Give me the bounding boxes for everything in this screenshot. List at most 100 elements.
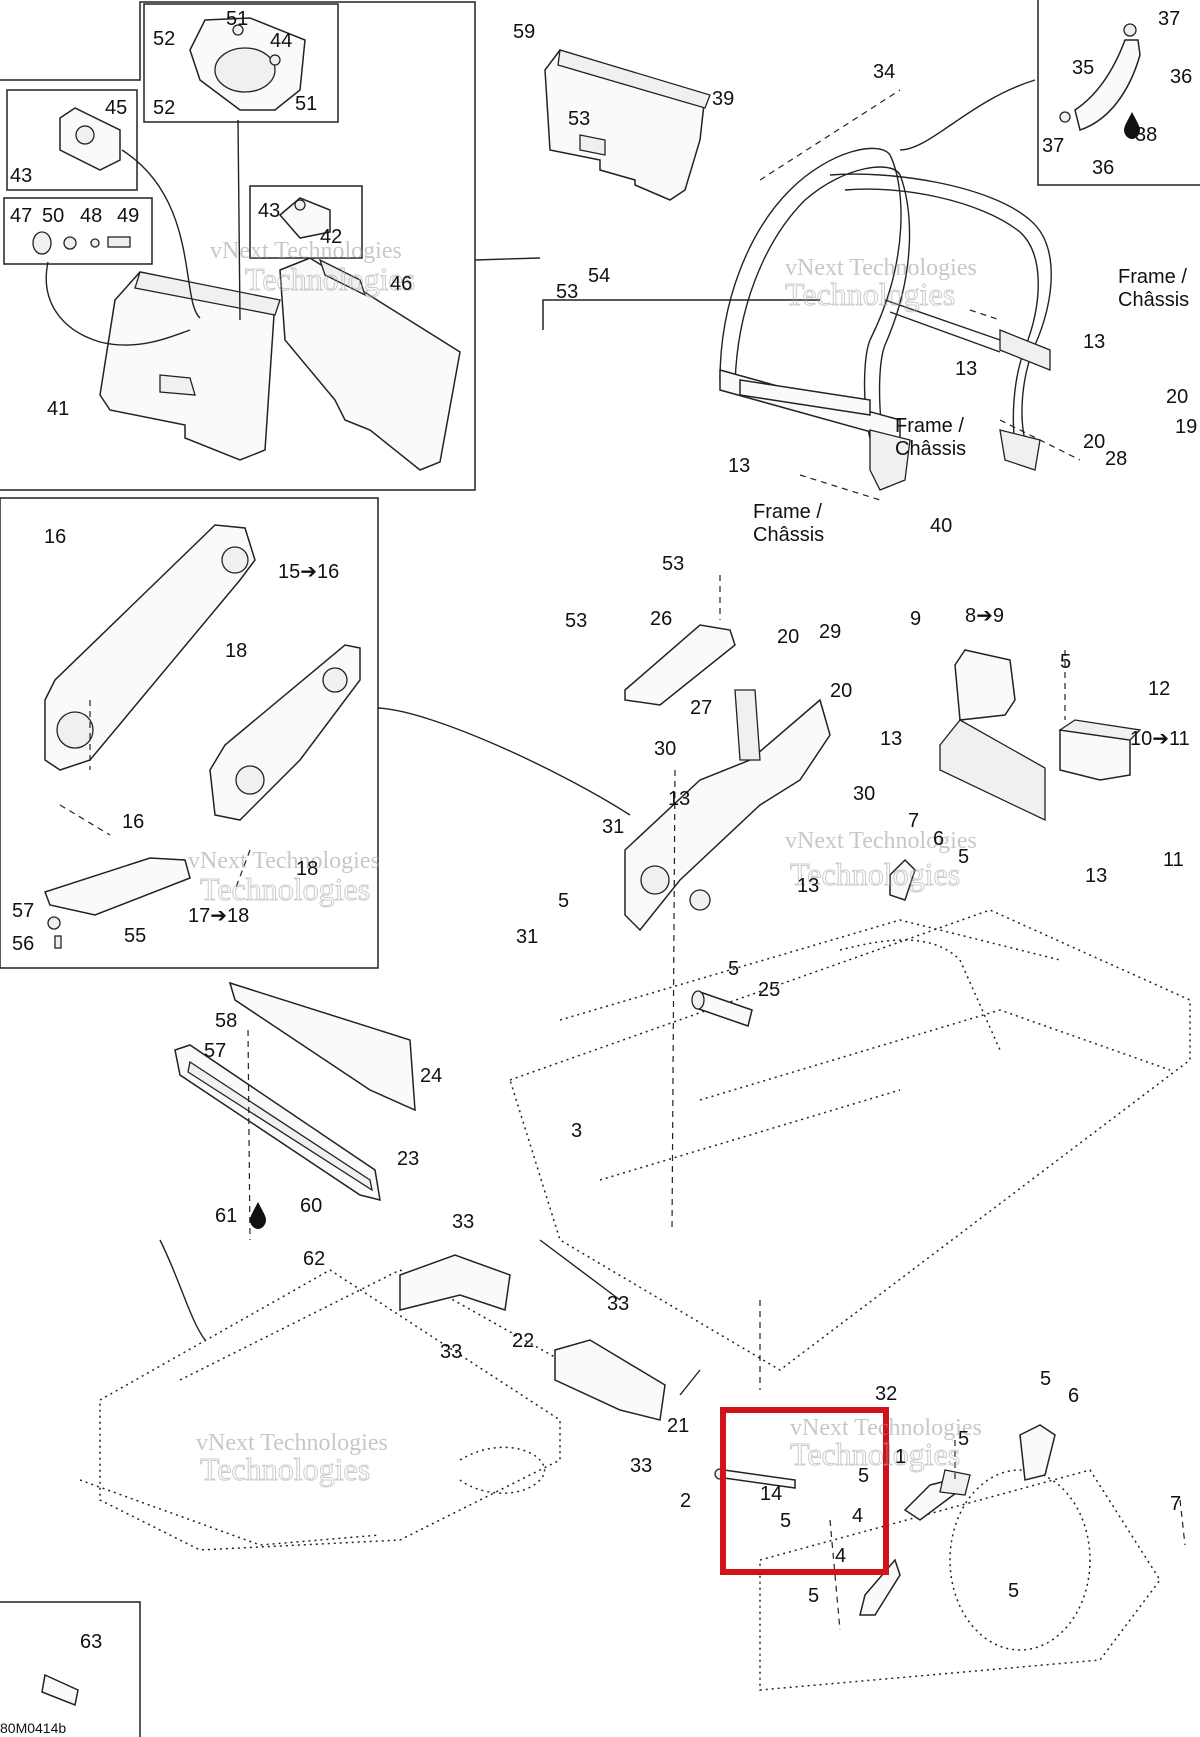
callout-number: 5 [1040,1368,1051,1390]
inset-box-bottom-left [0,1601,141,1737]
side-panel-15 [44,524,256,771]
callout-number: 7 [1170,1493,1181,1515]
callout-number: 55 [124,925,146,947]
dash-cage-to-brace [759,89,901,181]
callout-number: 53 [556,281,578,303]
fastener-set-47-50 [32,231,131,255]
callout-number: 45 [105,97,127,119]
inset-box-mid-left [0,497,631,969]
roll-cage-34 [719,147,1052,491]
callout-number: 26 [650,608,672,630]
callout-number: 47 [10,205,32,227]
callout-number: 16 [122,811,144,833]
diagram-code: 80M0414b [0,1720,66,1736]
callout-number: 4 [835,1545,846,1567]
callout-number: 13 [1085,865,1107,887]
callout-number: 14 [760,1483,782,1505]
callout-number: 44 [270,30,292,52]
shield-22 [399,1254,511,1311]
rod-14 [714,1468,796,1489]
frame-label: Frame / [895,415,964,437]
crossmember-27 [624,689,831,932]
callout-number: 28 [1105,448,1127,470]
shield-21 [554,1339,666,1421]
leader-45-to-41 [121,149,201,319]
callout-number: 19 [1175,416,1197,438]
frame-label: Châssis [1118,289,1189,311]
callout-number: 58 [215,1010,237,1032]
callout-number: 18 [225,640,247,662]
panel-46 [279,257,461,471]
callout-number: 27 [690,697,712,719]
watermark: vNext Technologies [196,1430,388,1456]
callout-number: 29 [819,621,841,643]
callout-number: 59 [513,21,535,43]
frame-label: Frame / [1118,266,1187,288]
callout-number: 35 [1072,57,1094,79]
side-panel-17 [209,644,361,821]
callout-number: 36 [1092,157,1114,179]
cap-63 [41,1673,79,1707]
highlight-box [720,1407,889,1575]
panel-24 [228,981,416,1112]
callout-number: 37 [1042,135,1064,157]
callout-number: 57 [12,900,34,922]
bracket-42 [278,197,331,239]
watermark: Technologies [790,856,960,892]
callout-number: 52 [153,97,175,119]
callout-number: 22 [512,1330,534,1352]
callout-number: 1 [895,1446,906,1468]
callout-number: 5 [808,1585,819,1607]
callout-number: 42 [320,226,342,248]
callout-number: 10➔11 [1130,728,1190,750]
bracket-10 [1058,719,1142,781]
plate-26 [624,624,736,706]
callout-numbers: 59 39 53 34 37 35 36 37 38 36 51 52 44 5… [10,8,1197,1653]
watermark-group: vNext Technologies vNext Technologies vN… [188,238,982,1488]
watermark: vNext Technologies [790,1415,982,1441]
callout-number: 40 [930,515,952,537]
callout-number: 12 [1148,678,1170,700]
callout-number: 46 [390,273,412,295]
callout-number: 13 [880,728,902,750]
callout-number: 38 [1135,124,1157,146]
panel-41 [99,271,281,461]
watermark: Technologies [200,1451,370,1487]
callout-number: 53 [568,108,590,130]
callout-number: 4 [852,1505,863,1527]
callout-number: 9 [910,608,921,630]
callout-number: 20 [830,680,852,702]
link-arm-4 [859,1469,971,1616]
watermark: Technologies [200,871,370,907]
callout-number: 24 [420,1065,442,1087]
inset-box-top-right [1037,0,1200,186]
callout-number: 5 [1060,651,1071,673]
leader-44-to-41 [237,119,241,321]
callout-number: 23 [397,1148,419,1170]
callout-number: 13 [668,788,690,810]
leader-brace-to-cage [899,79,1036,151]
callout-number: 7 [908,810,919,832]
callout-number: 25 [758,979,780,1001]
watermark: vNext Technologies [785,828,977,854]
callout-number: 3 [571,1120,582,1142]
callout-number: 53 [565,610,587,632]
callout-number: 43 [258,200,280,222]
callout-number: 13 [728,455,750,477]
skid-plate-55 [44,857,191,949]
watermark: vNext Technologies [785,255,977,281]
callout-number: 61 [215,1205,237,1227]
callout-number: 13 [1083,331,1105,353]
bracket-8 [939,649,1046,822]
callout-number: 20 [777,626,799,648]
callout-number: 5 [858,1465,869,1487]
callout-number: 62 [303,1248,325,1270]
chassis-tunnel [509,909,1191,1371]
callout-number: 31 [602,816,624,838]
chassis-rear-tunnel [759,1469,1161,1691]
callout-number: 13 [955,358,977,380]
callout-number: 51 [295,93,317,115]
callout-number: 6 [1068,1385,1079,1407]
callout-number: 32 [875,1383,897,1405]
